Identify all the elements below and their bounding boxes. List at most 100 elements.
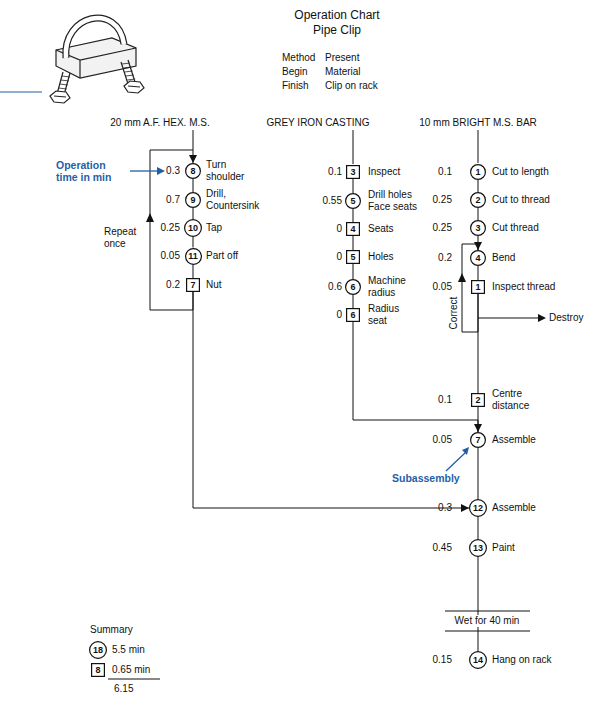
operation-description: Hang on rack (492, 654, 551, 666)
symbol-number: 10 (184, 224, 202, 233)
operation-time: 0.1 (438, 166, 452, 178)
repeat-arrowhead (146, 213, 154, 222)
operation-time: 0.45 (433, 542, 452, 554)
operation-description: Method (282, 52, 315, 64)
operation-description: Nut (206, 279, 222, 291)
operation-circle: 14 (469, 651, 487, 669)
symbol-number: 7 (186, 281, 200, 290)
inspection-square: 6 (346, 308, 360, 322)
flow-connector (353, 209, 354, 222)
operation-circle: 7 (470, 432, 486, 448)
symbol-number: 8 (91, 666, 105, 675)
operation-circle: 13 (469, 539, 487, 557)
circle-outline (186, 164, 201, 179)
symbol-number: 18 (89, 646, 107, 655)
circle-outline (471, 251, 486, 266)
nut-face (54, 96, 66, 97)
circle-outline (470, 540, 487, 557)
column-line (478, 130, 479, 163)
operation-description: Bend (492, 252, 515, 264)
operation-description: Radius seat (368, 303, 418, 327)
square-outline (187, 279, 200, 292)
circle-outline (470, 652, 487, 669)
operation-time: 0.05 (433, 434, 452, 446)
operation-circle: 18 (89, 641, 107, 659)
flow-connector (193, 292, 469, 508)
symbol-number: 5 (346, 253, 360, 262)
symbol-number: 3 (346, 168, 360, 177)
operation-circle: 3 (470, 220, 486, 236)
circle-outline (346, 194, 361, 209)
circle-outline (185, 248, 201, 264)
square-outline (347, 251, 360, 264)
square-outline (92, 664, 105, 677)
column-heading: GREY IRON CASTING (266, 117, 369, 129)
flow-connector (478, 294, 479, 393)
operation-time: 0.1 (438, 394, 452, 406)
operation-description: Clip on rack (325, 80, 378, 92)
column-heading: 10 mm BRIGHT M.S. BAR (419, 117, 537, 129)
operation-description: Cut to length (492, 166, 549, 178)
operation-circle: 8 (185, 163, 201, 179)
flow-connector (353, 295, 354, 308)
summary-value: 5.5 min (112, 644, 145, 656)
clip-bar-face (66, 18, 124, 58)
circle-outline (185, 220, 202, 237)
flow-connector (353, 322, 478, 432)
operation-description: Part off (206, 250, 238, 262)
inspection-square: 1 (471, 280, 485, 294)
symbol-number: 14 (469, 656, 487, 665)
callout-leader (446, 452, 466, 471)
operation-time: 0.15 (433, 654, 452, 666)
symbol-number: 2 (470, 196, 486, 205)
flow-connector (353, 264, 354, 279)
hex-nut (124, 81, 144, 93)
operation-circle: 2 (470, 192, 486, 208)
operation-description: Finish (282, 80, 309, 92)
square-outline (472, 281, 485, 294)
clip-bar (66, 18, 124, 58)
column-heading: 20 mm A.F. HEX. M.S. (110, 117, 209, 129)
inspection-square: 2 (471, 393, 485, 407)
operation-circle: 9 (185, 192, 201, 208)
symbol-number: 1 (471, 283, 485, 292)
symbol-number: 9 (185, 196, 201, 205)
stud-right (121, 60, 135, 84)
summary-value: 0.65 min (112, 664, 150, 676)
flow-connector (478, 517, 479, 539)
destroy-arrowhead (538, 314, 546, 322)
square-outline (347, 309, 360, 322)
delay-text: Wet for 40 min (452, 615, 523, 627)
thread-stroke (123, 67, 131, 68)
operation-time: 0.1 (328, 166, 342, 178)
operation-description: Inspect thread (492, 281, 555, 293)
thread-stroke (60, 84, 68, 85)
operation-description: Seats (368, 223, 394, 235)
callout-arrowhead (462, 447, 469, 455)
circle-outline (471, 165, 486, 180)
operation-time: 0.05 (433, 281, 452, 293)
correct-arrowhead (458, 273, 466, 282)
summary-heading: Summary (90, 624, 133, 636)
symbol-number: 8 (185, 167, 201, 176)
operation-time: 0.2 (438, 252, 452, 264)
symbol-number: 6 (346, 311, 360, 320)
callout-text: Operation time in min (56, 159, 126, 183)
operation-description: Drill holes Face seats (368, 189, 422, 213)
operation-description: Cut to thread (492, 194, 550, 206)
symbol-number: 3 (470, 224, 486, 233)
operation-time: 0.25 (433, 222, 452, 234)
flow-connector (353, 236, 354, 250)
destroy-line (478, 318, 539, 319)
symbol-number: 1 (470, 168, 486, 177)
operation-circle: 10 (184, 219, 202, 237)
operation-description: Inspect (368, 166, 400, 178)
slide-rule (0, 91, 42, 92)
symbol-number: 7 (470, 436, 486, 445)
column-line (353, 130, 354, 164)
flow-connector (478, 557, 479, 651)
operation-time: 0.25 (161, 222, 180, 234)
edge-label: Correct (448, 297, 460, 330)
